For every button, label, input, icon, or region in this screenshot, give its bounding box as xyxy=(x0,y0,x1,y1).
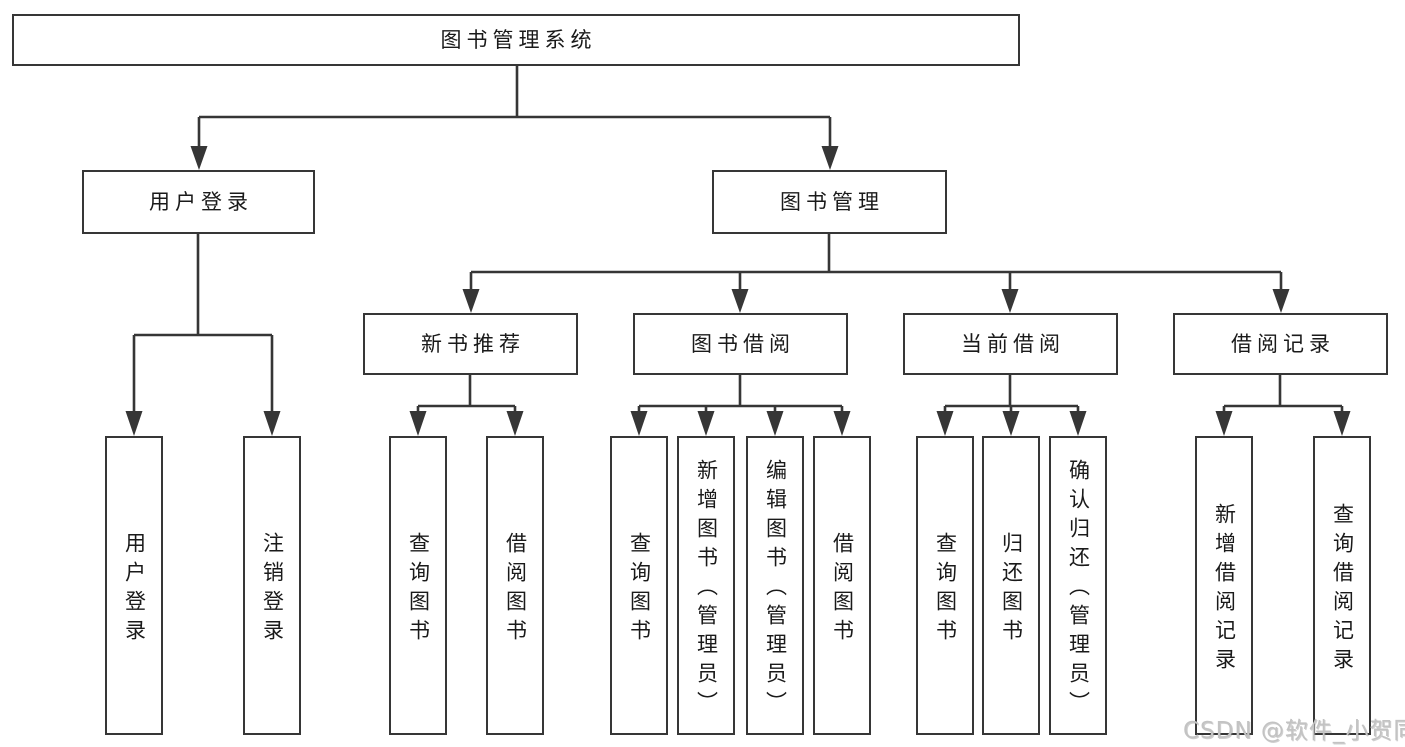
node-borrowing-records-label: 借阅记录 xyxy=(1231,331,1335,356)
node-current-borrowing-label: 当前借阅 xyxy=(961,331,1065,356)
node-user-login: 用户登录 xyxy=(82,170,315,234)
leaf-add-books-admin: 新增图书（管理员） xyxy=(677,436,735,735)
leaf-return-books: 归还图书 xyxy=(982,436,1040,735)
arrowheads xyxy=(125,146,1351,436)
node-new-book-recommend: 新书推荐 xyxy=(363,313,578,375)
node-current-borrowing: 当前借阅 xyxy=(903,313,1118,375)
node-root-label: 图书管理系统 xyxy=(440,27,597,52)
leaf-user-login: 用户登录 xyxy=(105,436,163,735)
leaf-confirm-return-admin: 确认归还（管理员） xyxy=(1049,436,1107,735)
csdn-watermark: CSDN @软件_小贺同学 xyxy=(1183,718,1405,744)
leaf-query-books-current: 查询图书 xyxy=(916,436,974,735)
node-book-borrowing: 图书借阅 xyxy=(633,313,848,375)
node-book-management-label: 图书管理 xyxy=(780,189,884,214)
leaf-logout-label: 注销登录 xyxy=(260,531,285,648)
leaf-edit-books-admin: 编辑图书（管理员） xyxy=(746,436,804,735)
leaf-confirm-return-admin-label: 确认归还（管理员） xyxy=(1066,459,1091,720)
node-book-borrowing-label: 图书借阅 xyxy=(691,331,795,356)
leaf-borrow-books-borrow: 借阅图书 xyxy=(813,436,871,735)
leaf-query-books-current-label: 查询图书 xyxy=(933,531,958,648)
leaf-add-books-admin-label: 新增图书（管理员） xyxy=(694,459,719,720)
leaf-user-login-label: 用户登录 xyxy=(122,531,147,648)
leaf-borrow-books-recommend: 借阅图书 xyxy=(486,436,544,735)
leaf-return-books-label: 归还图书 xyxy=(999,531,1024,648)
leaf-logout: 注销登录 xyxy=(243,436,301,735)
leaf-query-books-recommend-label: 查询图书 xyxy=(406,531,431,648)
leaf-query-borrow-record: 查询借阅记录 xyxy=(1313,436,1371,735)
leaf-add-borrow-record-label: 新增借阅记录 xyxy=(1212,502,1237,677)
node-book-management: 图书管理 xyxy=(712,170,947,234)
leaf-query-books-borrow-label: 查询图书 xyxy=(627,531,652,648)
leaf-query-books-recommend: 查询图书 xyxy=(389,436,447,735)
node-new-book-recommend-label: 新书推荐 xyxy=(421,331,525,356)
leaf-add-borrow-record: 新增借阅记录 xyxy=(1195,436,1253,735)
node-borrowing-records: 借阅记录 xyxy=(1173,313,1388,375)
node-root: 图书管理系统 xyxy=(12,14,1020,66)
leaf-query-books-borrow: 查询图书 xyxy=(610,436,668,735)
leaf-borrow-books-borrow-label: 借阅图书 xyxy=(830,531,855,648)
leaf-edit-books-admin-label: 编辑图书（管理员） xyxy=(763,459,788,720)
connector-segments xyxy=(132,66,1344,414)
leaf-borrow-books-recommend-label: 借阅图书 xyxy=(503,531,528,648)
leaf-query-borrow-record-label: 查询借阅记录 xyxy=(1330,502,1355,677)
node-user-login-label: 用户登录 xyxy=(149,189,253,214)
